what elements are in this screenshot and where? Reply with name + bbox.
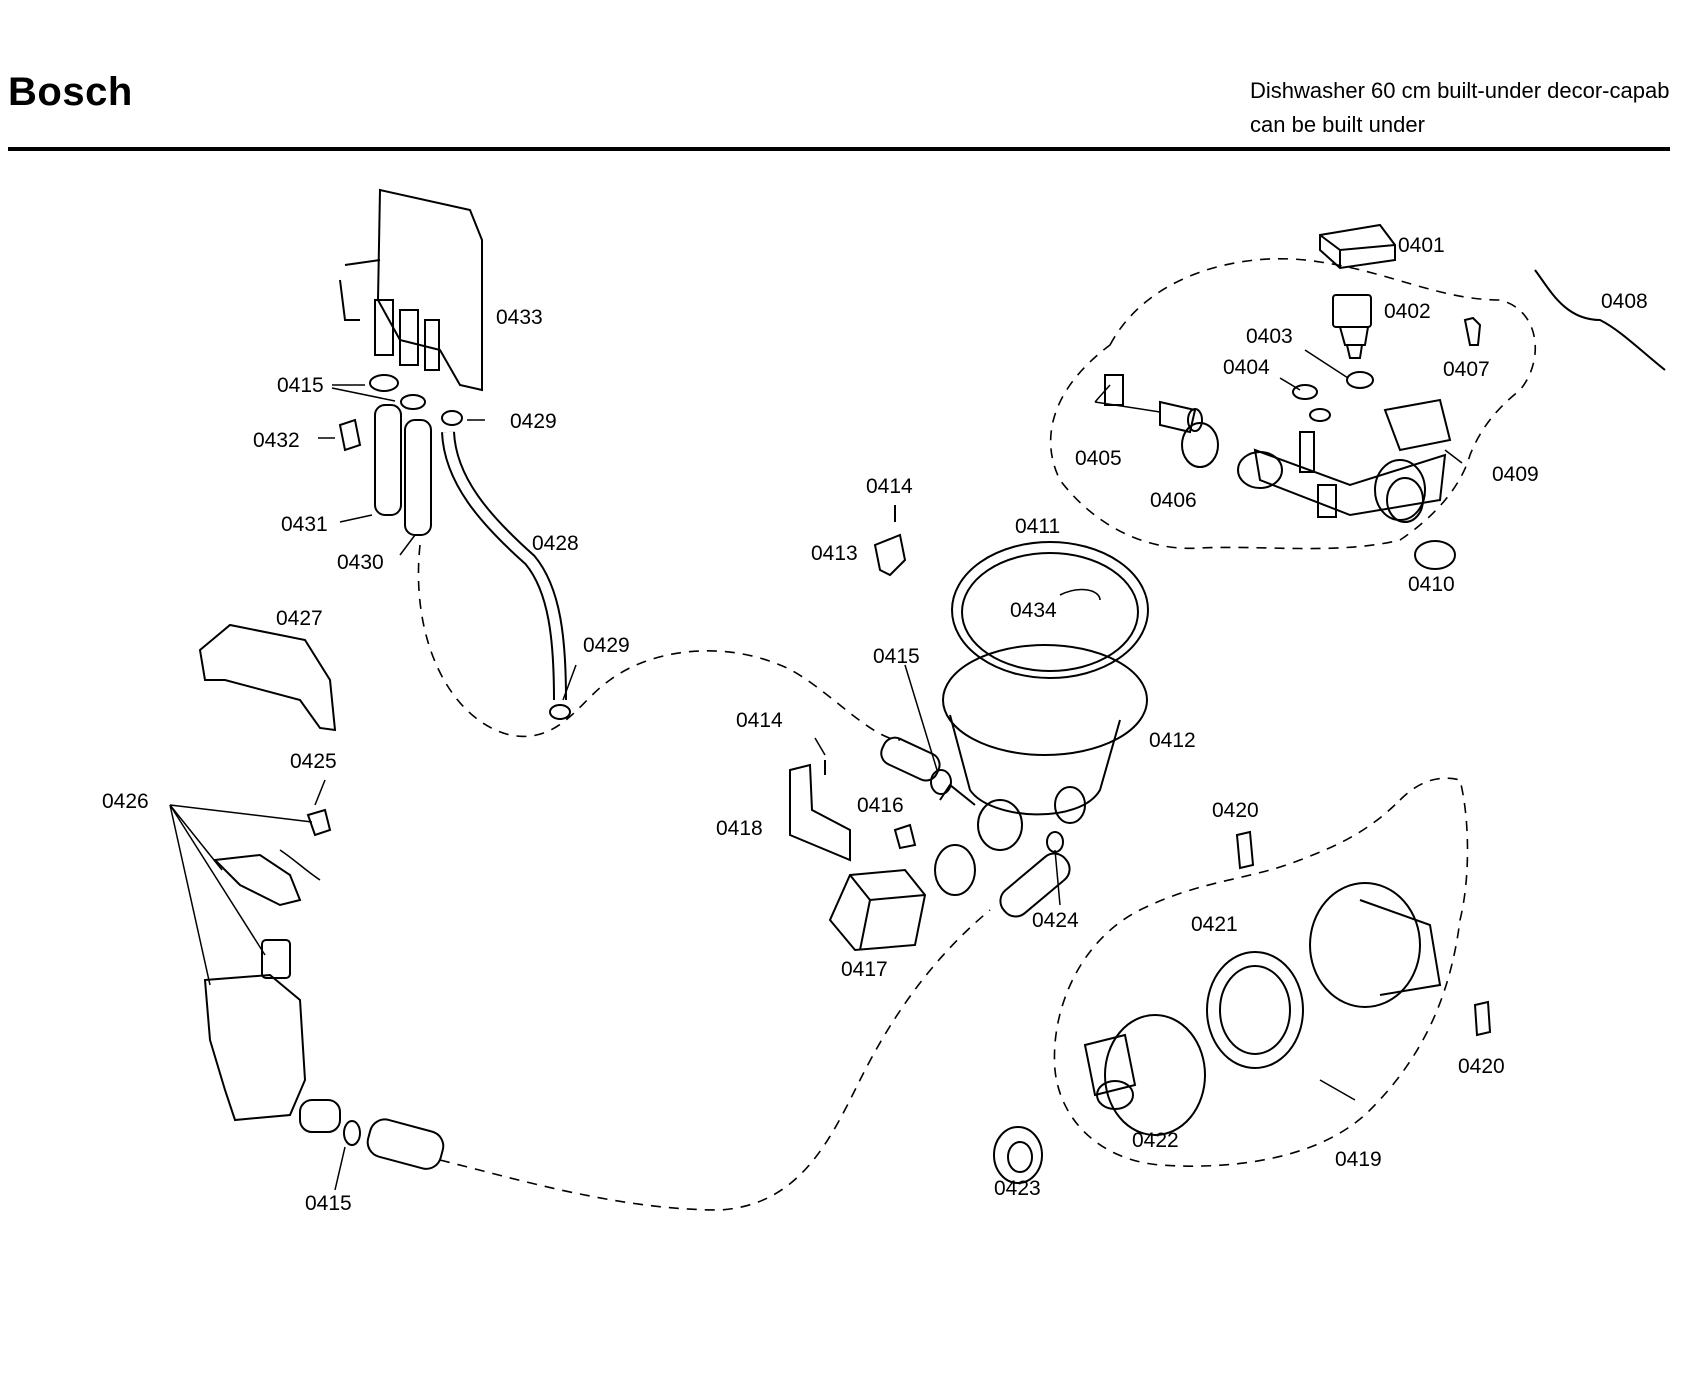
label-0404: 0404 xyxy=(1223,356,1270,379)
part-0429-clamp-top xyxy=(441,410,463,426)
label-0410: 0410 xyxy=(1408,573,1455,596)
part-0430-hose xyxy=(404,419,432,536)
part-0426-spring xyxy=(279,849,321,881)
label-0421: 0421 xyxy=(1191,913,1238,936)
model-description-line1: Dishwasher 60 cm built-under decor-capab xyxy=(1250,78,1670,103)
part-0415-ring-bottom xyxy=(343,1120,361,1146)
part-labels: 0401 0402 0403 0404 0405 0406 0407 0408 … xyxy=(102,234,1648,1215)
part-0415-ring-top-a xyxy=(369,374,399,392)
label-0405: 0405 xyxy=(1075,447,1122,470)
group-0409-outline xyxy=(1049,257,1537,550)
part-0426-lever xyxy=(212,853,302,907)
part-0421-impeller-housing xyxy=(1206,951,1304,1069)
label-0409: 0409 xyxy=(1492,463,1539,486)
label-0415-top: 0415 xyxy=(277,374,324,397)
label-0433: 0433 xyxy=(496,306,543,329)
label-0414-lower: 0414 xyxy=(736,709,783,732)
assembly-group-outlines xyxy=(417,257,1537,1211)
label-0432: 0432 xyxy=(253,429,300,452)
part-0415-hose-mid xyxy=(880,736,941,782)
label-0420-lower: 0420 xyxy=(1458,1055,1505,1078)
part-0405-sensor xyxy=(1104,374,1203,434)
label-0430: 0430 xyxy=(337,551,384,574)
part-0409-manifold xyxy=(1237,398,1452,523)
part-0408-wire xyxy=(1534,269,1666,371)
part-0417-drain-pump xyxy=(828,868,927,952)
part-0411-seal-ring xyxy=(951,541,1149,679)
label-0417: 0417 xyxy=(841,958,888,981)
part-0426-cap xyxy=(261,939,291,979)
part-0418-ring xyxy=(934,844,976,896)
part-0402-valve xyxy=(1332,294,1372,359)
label-0403: 0403 xyxy=(1246,325,1293,348)
part-0413-bracket xyxy=(873,533,907,577)
label-0423: 0423 xyxy=(994,1177,1041,1200)
part-0401-cover xyxy=(1319,223,1396,270)
label-0431: 0431 xyxy=(281,513,328,536)
label-0434: 0434 xyxy=(1010,599,1057,622)
part-0424-hose xyxy=(999,852,1071,918)
label-0402: 0402 xyxy=(1384,300,1431,323)
label-0429-upper: 0429 xyxy=(510,410,557,433)
part-0410-clamp xyxy=(1414,540,1456,570)
label-0429-lower: 0429 xyxy=(583,634,630,657)
part-0428-tube xyxy=(441,431,567,701)
group-0419-outline xyxy=(1053,777,1469,1167)
label-0419: 0419 xyxy=(1335,1148,1382,1171)
part-0404-ring-b xyxy=(1309,408,1331,422)
part-0415-ring-top-b xyxy=(400,394,426,410)
part-0406-seal xyxy=(1181,422,1219,468)
label-0422: 0422 xyxy=(1132,1129,1179,1152)
part-0416-clip xyxy=(893,823,917,850)
label-0407: 0407 xyxy=(1443,358,1490,381)
brand-title: Bosch xyxy=(8,70,133,114)
part-0433-air-break xyxy=(339,188,483,392)
label-0413: 0413 xyxy=(811,542,858,565)
header-rule xyxy=(8,147,1670,151)
model-description-line2: can be built under xyxy=(1250,112,1425,137)
part-0428-tube-inner xyxy=(443,431,565,701)
part-0403-ring xyxy=(1346,371,1374,389)
part-0412-sump xyxy=(939,644,1148,851)
part-0424-ring xyxy=(1046,831,1064,853)
part-0431-hose xyxy=(374,404,402,516)
label-0425: 0425 xyxy=(290,750,337,773)
part-0425-switch xyxy=(306,808,332,837)
part-0419-circulation-motor xyxy=(1309,882,1442,1008)
label-0420-upper: 0420 xyxy=(1212,799,1259,822)
label-0411: 0411 xyxy=(1015,515,1060,538)
part-0418-bracket xyxy=(789,763,851,862)
label-0406: 0406 xyxy=(1150,489,1197,512)
label-0424: 0424 xyxy=(1032,909,1079,932)
part-0415-hose-bottom xyxy=(366,1118,445,1170)
part-0415-ring-mid xyxy=(930,769,952,795)
label-0412: 0412 xyxy=(1149,729,1196,752)
label-0408: 0408 xyxy=(1601,290,1648,313)
drain-hose-route-bottom xyxy=(439,909,991,1211)
part-0434-arrow xyxy=(1059,588,1101,601)
part-0426-valve-assembly xyxy=(203,973,341,1133)
label-0418: 0418 xyxy=(716,817,763,840)
part-0404-ring-a xyxy=(1292,384,1318,400)
leader-lines xyxy=(169,349,1463,1191)
part-0423-grommet xyxy=(993,1126,1043,1184)
label-0428: 0428 xyxy=(532,532,579,555)
part-0420-clip-a xyxy=(1235,830,1255,870)
label-0401: 0401 xyxy=(1398,234,1445,257)
label-0416: 0416 xyxy=(857,794,904,817)
part-0432-clip xyxy=(338,418,362,452)
part-0407-clip xyxy=(1463,316,1482,346)
part-0429-clamp-bottom xyxy=(549,704,571,720)
label-0414-upper: 0414 xyxy=(866,475,913,498)
part-0422-pump-housing xyxy=(1083,1014,1206,1136)
label-0427: 0427 xyxy=(276,607,323,630)
part-0427-cover xyxy=(198,623,337,732)
label-0415-bottom: 0415 xyxy=(305,1192,352,1215)
part-0420-clip-b xyxy=(1473,1000,1492,1037)
model-description: Dishwasher 60 cm built-under decor-capab… xyxy=(1250,74,1669,142)
label-0426: 0426 xyxy=(102,790,149,813)
label-0415-mid: 0415 xyxy=(873,645,920,668)
drain-hose-route-top xyxy=(417,544,901,741)
